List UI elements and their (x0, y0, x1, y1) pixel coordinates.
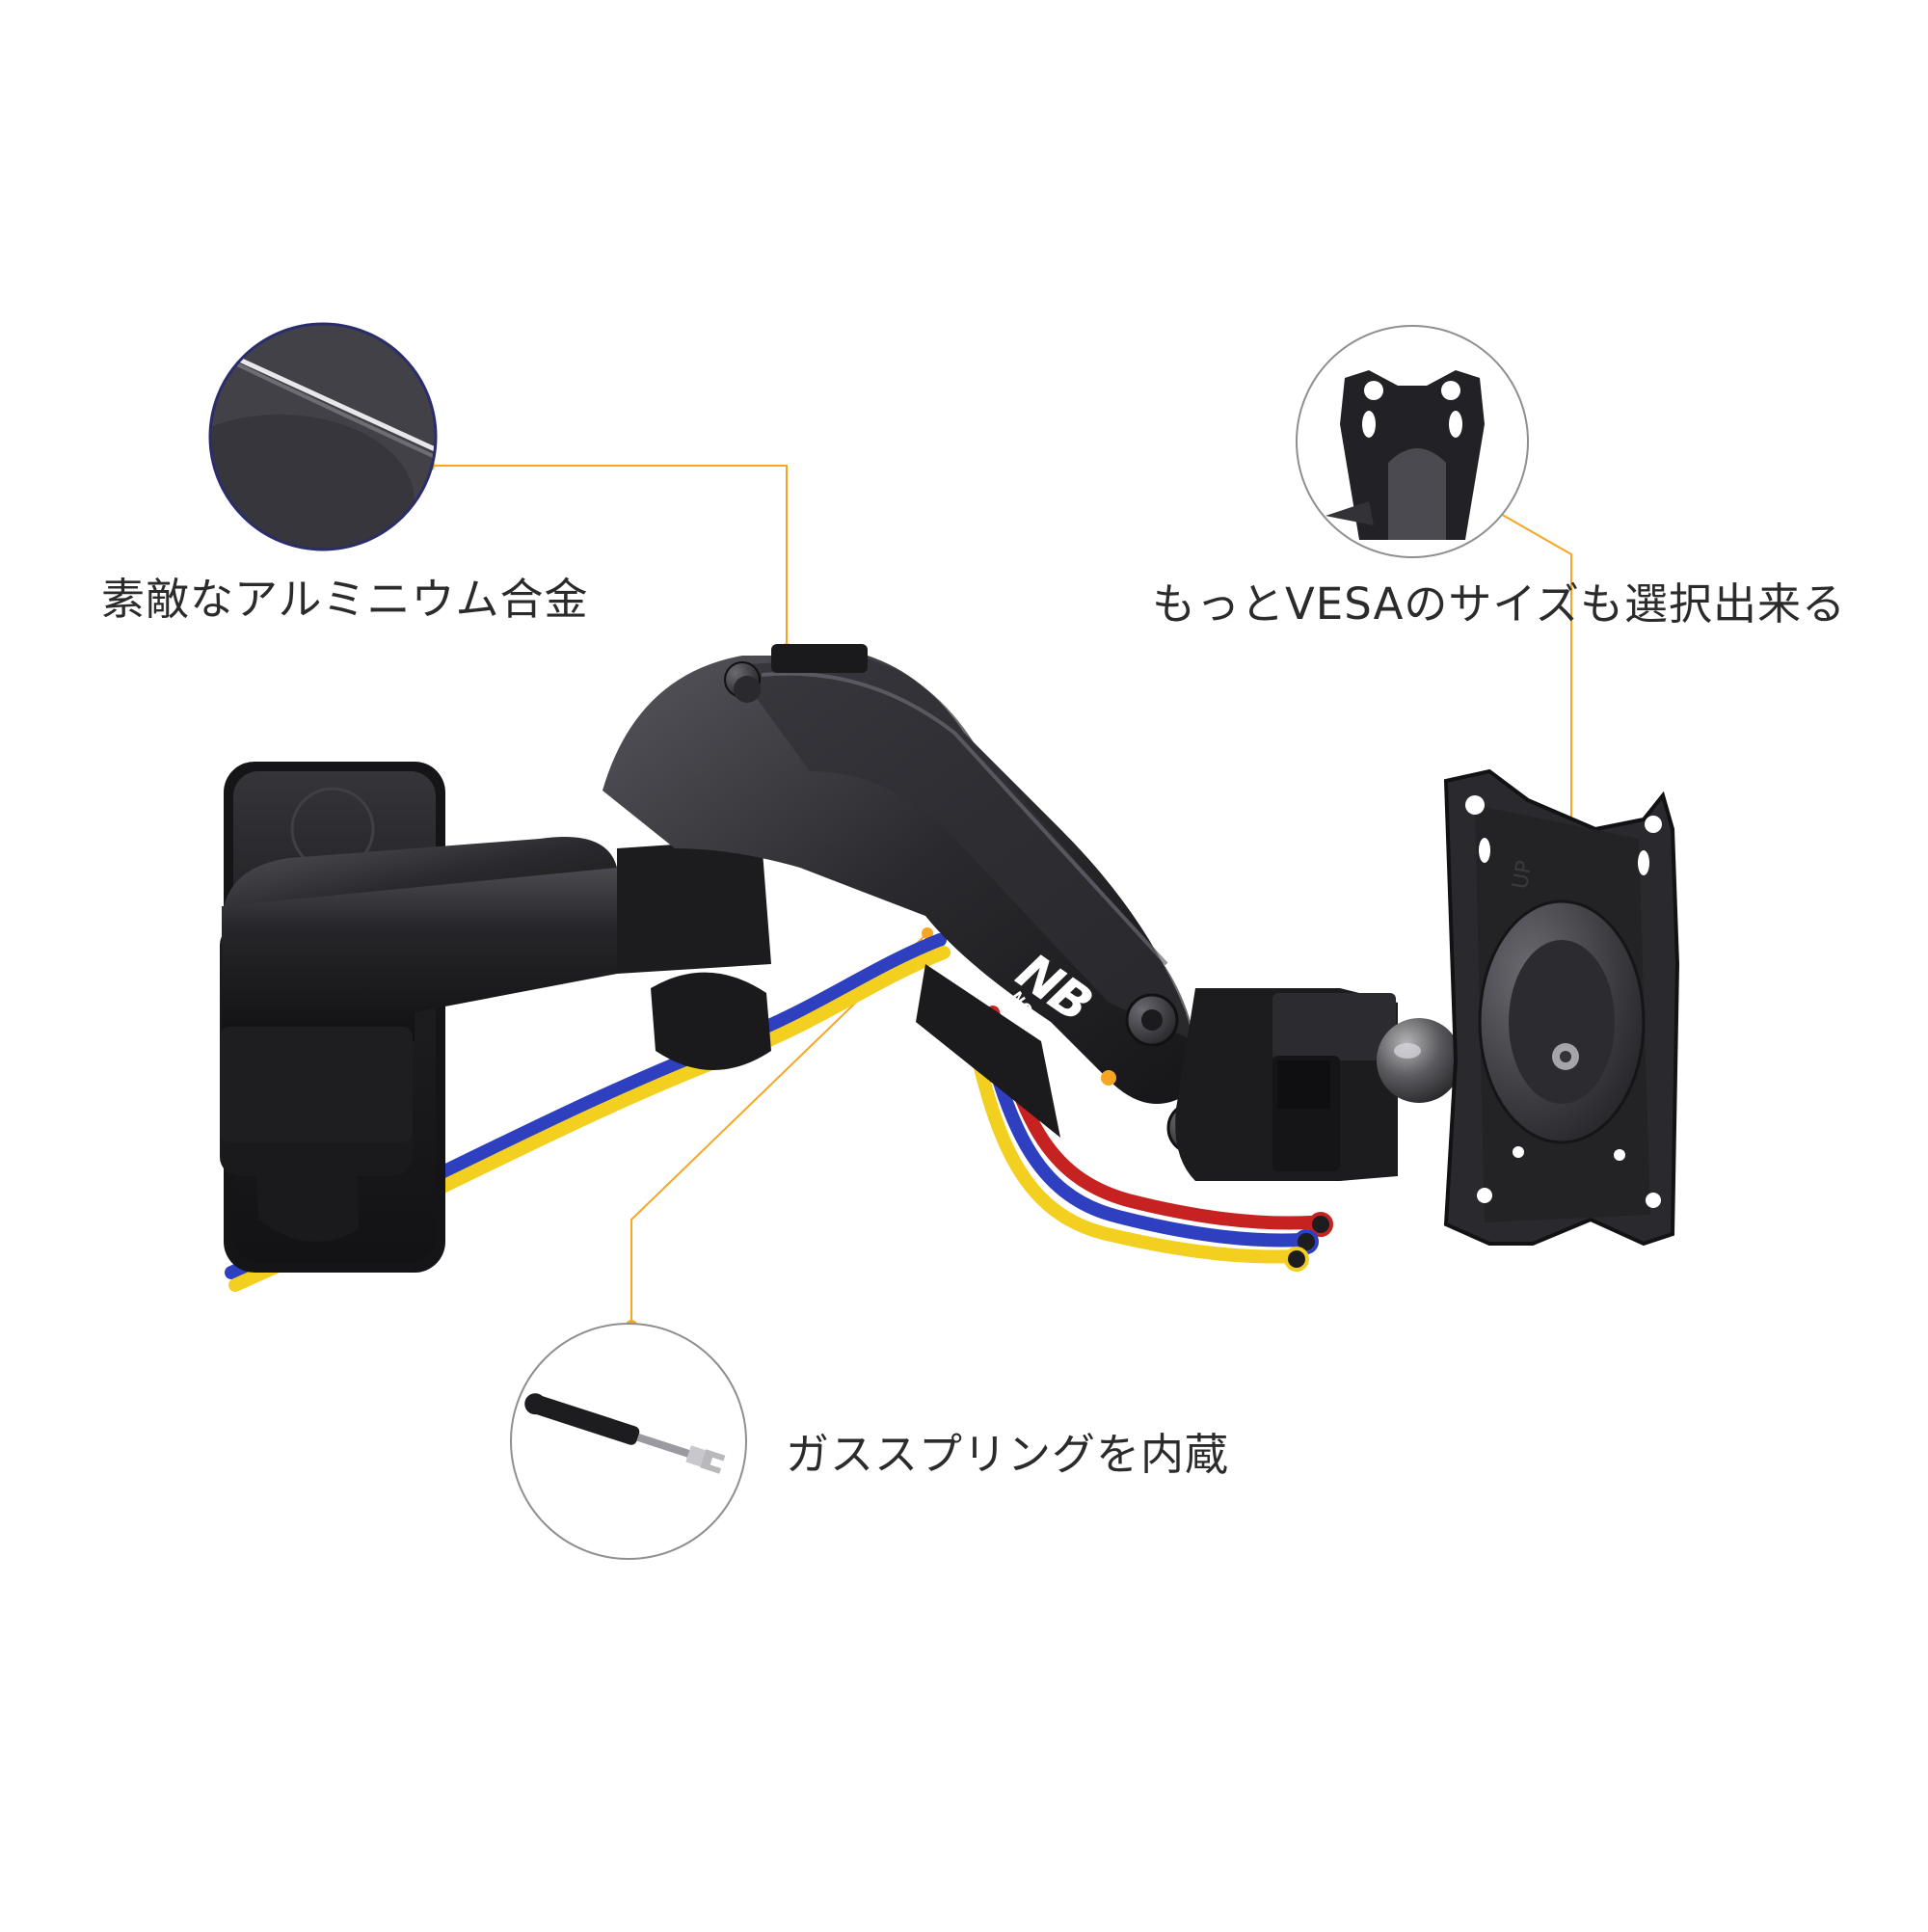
callout-label-alloy: 素敵なアルミニウム合金 (101, 574, 589, 625)
leader-line-gas (630, 932, 928, 1326)
vesa-plate (1443, 768, 1680, 1247)
tilt-head (1175, 988, 1461, 1181)
vesa-mounting-holes (1465, 795, 1662, 1208)
plate-orientation-marking: UP (1508, 858, 1538, 892)
vesa-plate-closeup-icon (1296, 325, 1529, 558)
gas-spring-arm (602, 644, 1205, 1138)
aluminum-surface-closeup-icon (208, 322, 438, 551)
callout-label-vesa: もっとVESAのサイズも選択出来る (1152, 578, 1847, 630)
callout-label-gas-spring: ガススプリングを内蔵 (786, 1429, 1230, 1480)
lower-arm (220, 837, 771, 1242)
leader-lines (429, 465, 1572, 1326)
leader-line-vesa (1491, 508, 1572, 853)
leader-line-alloy (429, 465, 788, 649)
gas-spring-closeup-icon (510, 1323, 747, 1560)
